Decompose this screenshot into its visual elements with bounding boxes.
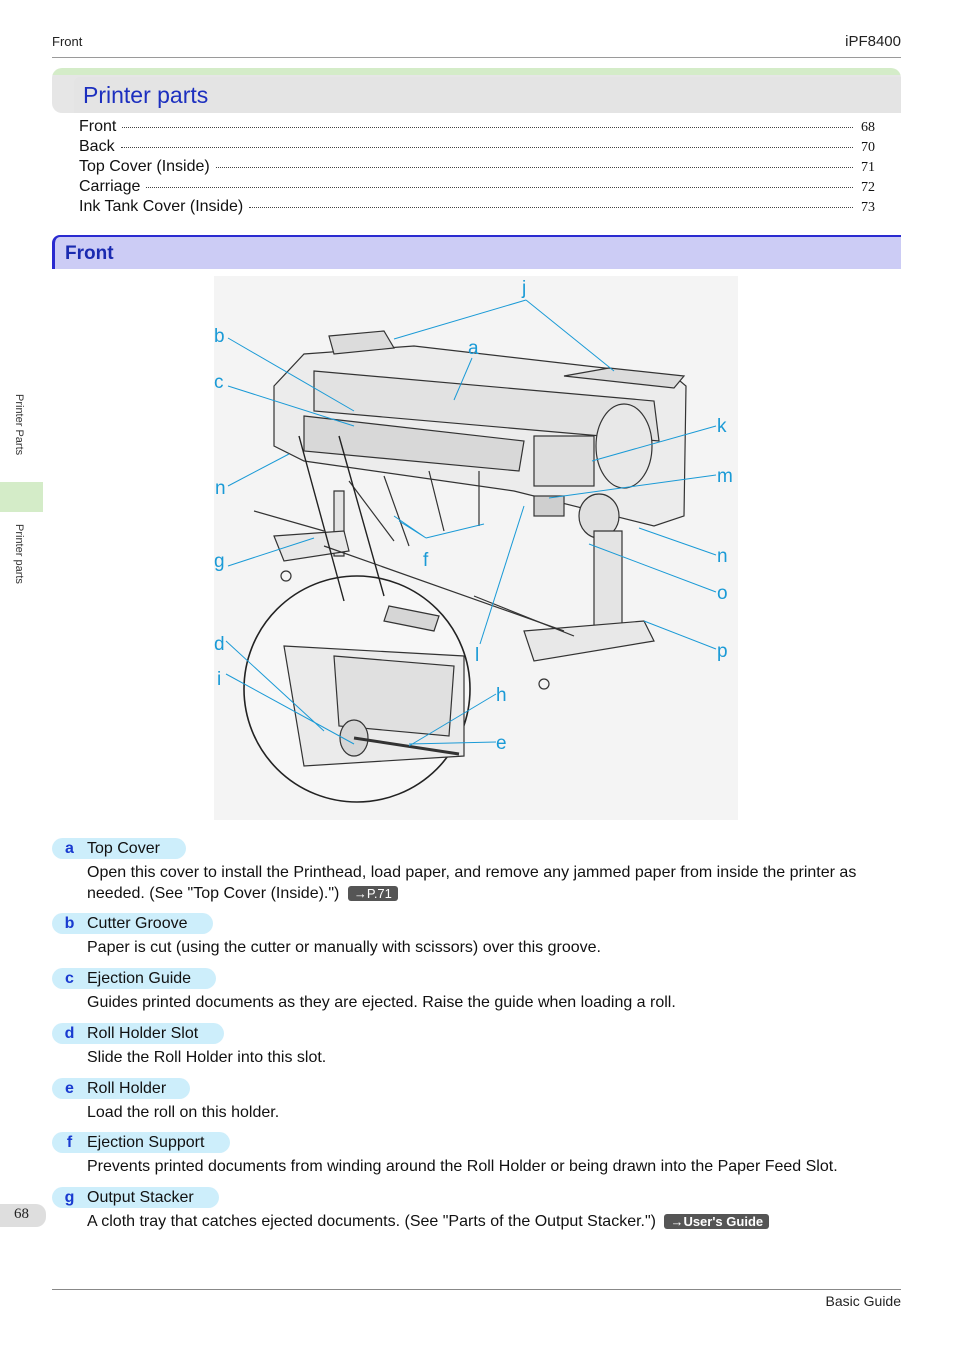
item-description: Guides printed documents as they are eje… <box>87 992 897 1013</box>
item-description: Load the roll on this holder. <box>87 1102 897 1123</box>
toc-entry-back[interactable]: Back 70 <box>79 138 875 158</box>
item-label-pill: c Ejection Guide <box>52 968 216 989</box>
header-model-name: iPF8400 <box>845 33 901 50</box>
printer-front-diagram: j a b c k m n f n g o d l p i h e <box>214 276 738 820</box>
figure-label-m: m <box>717 466 733 487</box>
figure-label-h: h <box>496 685 507 706</box>
table-of-contents: Front 68 Back 70 Top Cover (Inside) 71 Carr… <box>79 118 875 218</box>
toc-leader <box>122 127 853 128</box>
side-tab-printer-parts-sub[interactable]: Printer parts <box>0 512 43 612</box>
item-description-text: Slide the Roll Holder into this slot. <box>87 1049 327 1066</box>
toc-entry-top-cover[interactable]: Top Cover (Inside) 71 <box>79 158 875 178</box>
page-reference-link[interactable]: →P.71 <box>347 886 398 901</box>
item-label-pill: b Cutter Groove <box>52 913 213 934</box>
item-label-pill: g Output Stacker <box>52 1187 219 1208</box>
toc-leader <box>120 147 853 148</box>
item-name: Top Cover <box>87 839 160 857</box>
toc-label: Ink Tank Cover (Inside) <box>79 198 244 215</box>
figure-label-n-left: n <box>215 478 226 499</box>
toc-label: Front <box>79 118 117 135</box>
item-description-text: Open this cover to install the Printhead… <box>87 864 857 902</box>
page-number: 68 <box>14 1206 29 1222</box>
toc-page: 70 <box>861 140 875 155</box>
side-tab-label: Printer parts <box>13 524 25 584</box>
item-description-text: Prevents printed documents from winding … <box>87 1158 838 1175</box>
toc-page: 73 <box>861 200 875 215</box>
item-description-text: Load the roll on this holder. <box>87 1104 280 1121</box>
item-description: Paper is cut (using the cutter or manual… <box>87 937 897 958</box>
toc-label: Top Cover (Inside) <box>79 158 210 175</box>
title-inner <box>74 77 901 113</box>
item-name: Output Stacker <box>87 1188 194 1206</box>
footer-guide-name: Basic Guide <box>825 1293 901 1309</box>
item-letter: c <box>65 969 74 987</box>
toc-label: Back <box>79 138 115 155</box>
footer-rule <box>52 1289 901 1290</box>
toc-label: Carriage <box>79 178 141 195</box>
toc-leader <box>215 167 853 168</box>
item-letter: d <box>64 1024 75 1042</box>
item-name: Ejection Guide <box>87 969 192 987</box>
figure-label-e: e <box>496 733 507 754</box>
toc-leader <box>146 187 853 188</box>
toc-page: 71 <box>861 160 875 175</box>
figure-label-j: j <box>521 278 526 299</box>
item-label-pill: e Roll Holder <box>52 1078 190 1099</box>
item-description: Slide the Roll Holder into this slot. <box>87 1047 897 1068</box>
item-name: Roll Holder Slot <box>87 1024 199 1042</box>
item-description: A cloth tray that catches ejected docume… <box>87 1211 897 1232</box>
section-header-bar <box>52 235 901 269</box>
item-letter: f <box>66 1133 73 1151</box>
toc-page: 72 <box>861 180 875 195</box>
figure-label-f: f <box>423 550 429 571</box>
toc-entry-ink-tank-cover[interactable]: Ink Tank Cover (Inside) 73 <box>79 198 875 218</box>
item-letter: b <box>64 914 75 932</box>
item-label-pill: a Top Cover <box>52 838 186 859</box>
figure-label-d: d <box>214 634 225 655</box>
figure-label-o: o <box>717 583 728 604</box>
item-letter: a <box>65 839 74 857</box>
item-letter: e <box>65 1079 74 1097</box>
side-tab-printer-parts[interactable]: Printer Parts <box>0 378 43 480</box>
figure-label-k: k <box>717 416 727 437</box>
item-name: Cutter Groove <box>87 914 188 932</box>
header-section-name: Front <box>52 34 83 49</box>
item-letter: g <box>64 1188 75 1206</box>
figure-label-c: c <box>214 372 224 393</box>
item-description: Open this cover to install the Printhead… <box>87 862 897 904</box>
figure-label-i: i <box>217 669 221 690</box>
users-guide-link[interactable]: →User's Guide <box>664 1214 770 1229</box>
page-title: Printer parts <box>83 82 209 108</box>
figure-label-a: a <box>468 338 479 359</box>
figure-label-g: g <box>214 551 225 572</box>
figure-label-p: p <box>717 641 728 662</box>
toc-leader <box>249 207 853 208</box>
section-title: Front <box>65 243 114 264</box>
item-name: Ejection Support <box>87 1133 205 1151</box>
item-name: Roll Holder <box>87 1079 167 1097</box>
item-description-text: Paper is cut (using the cutter or manual… <box>87 939 601 956</box>
toc-page: 68 <box>861 120 875 135</box>
item-description-text: A cloth tray that catches ejected docume… <box>87 1213 656 1230</box>
header-rule <box>52 57 901 58</box>
item-label-pill: f Ejection Support <box>52 1132 230 1153</box>
figure-label-b: b <box>214 326 225 347</box>
item-description: Prevents printed documents from winding … <box>87 1156 897 1177</box>
side-tab-indicator <box>0 482 43 512</box>
side-tab-label: Printer Parts <box>13 394 25 456</box>
page-number-tab <box>0 1204 46 1227</box>
toc-entry-front[interactable]: Front 68 <box>79 118 875 138</box>
item-label-pill: d Roll Holder Slot <box>52 1023 224 1044</box>
item-description-text: Guides printed documents as they are eje… <box>87 994 676 1011</box>
figure-label-l: l <box>475 645 479 666</box>
toc-entry-carriage[interactable]: Carriage 72 <box>79 178 875 198</box>
figure-label-n-right: n <box>717 546 728 567</box>
